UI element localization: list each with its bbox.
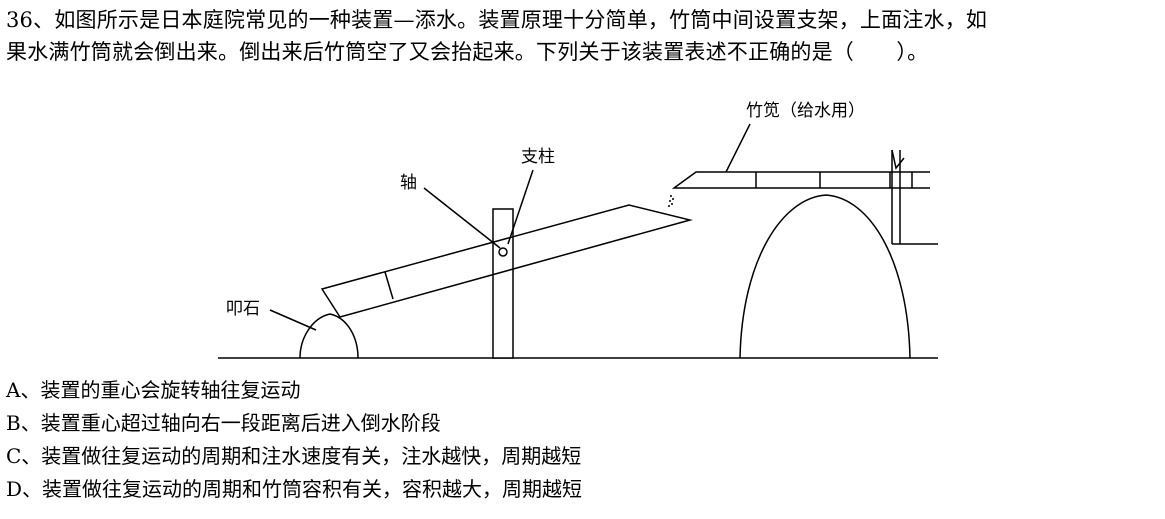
option-b[interactable]: B、装置重心超过轴向右一段距离后进入倒水阶段 (6, 411, 441, 435)
question-line-2: 果水满竹筒就会倒出来。倒出来后竹筒空了又会抬起来。下列关于该装置表述不正确的是（… (6, 40, 929, 64)
bamboo-tube (320, 204, 693, 318)
label-stone: 叩石 (226, 299, 260, 319)
option-a[interactable]: A、装置的重心会旋转轴往复运动 (6, 378, 301, 402)
question-line-1: 36、如图所示是日本庭院常见的一种装置—添水。装置原理十分简单，竹筒中间设置支架… (6, 8, 988, 32)
pipe-post-top (891, 149, 905, 170)
answer-options: A、装置的重心会旋转轴往复运动 B、装置重心超过轴向右一段距离后进入倒水阶段 C… (6, 374, 582, 506)
bamboo-tube-node (384, 271, 394, 300)
mound (739, 194, 911, 359)
label-axle: 轴 (400, 173, 417, 193)
label-bamboo-pipe: 竹笕（给水用） (746, 101, 865, 121)
striking-stone (299, 313, 359, 359)
leader-pillar (507, 169, 534, 245)
water-pipe (671, 171, 930, 189)
label-pillar: 支柱 (521, 147, 555, 167)
option-d[interactable]: D、装置做往复运动的周期和竹筒容积有关，容积越大，周期越短 (6, 477, 583, 501)
leader-axle (423, 187, 501, 249)
axle-circle (498, 247, 508, 257)
leader-stone (269, 309, 317, 331)
water-drops (668, 195, 674, 207)
question-stem: 36、如图所示是日本庭院常见的一种装置—添水。装置原理十分简单，竹筒中间设置支架… (6, 4, 1156, 68)
option-c[interactable]: C、装置做往复运动的周期和注水速度有关，注水越快，周期越短 (6, 444, 582, 468)
support-pillar (492, 208, 514, 359)
leader-bamboo-pipe (725, 123, 751, 173)
